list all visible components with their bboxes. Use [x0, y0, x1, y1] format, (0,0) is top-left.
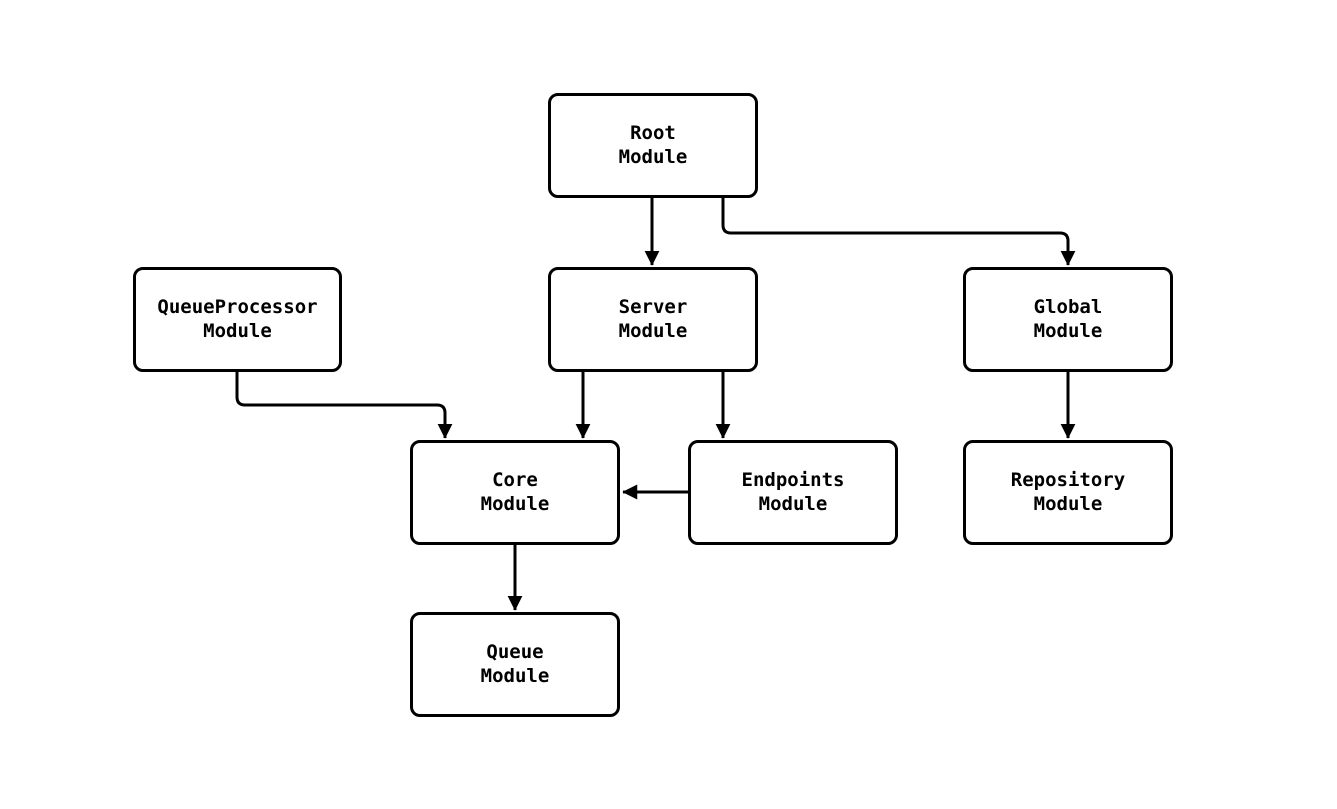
- node-root-label: Root Module: [618, 121, 688, 168]
- node-server-label: Server Module: [618, 295, 688, 342]
- node-queueprocessor: QueueProcessor Module: [133, 267, 342, 372]
- node-server: Server Module: [548, 267, 758, 372]
- node-endpoints-label: Endpoints Module: [741, 468, 845, 515]
- node-repository-label: Repository Module: [1010, 468, 1126, 515]
- edge-queueprocessor-to-core: [235, 372, 453, 439]
- node-endpoints: Endpoints Module: [688, 440, 898, 545]
- node-global: Global Module: [963, 267, 1173, 372]
- node-global-label: Global Module: [1033, 295, 1103, 342]
- edge-root-to-global: [721, 198, 1076, 266]
- node-root: Root Module: [548, 93, 758, 198]
- node-core: Core Module: [410, 440, 620, 545]
- node-core-label: Core Module: [480, 468, 550, 515]
- node-queueprocessor-label: QueueProcessor Module: [157, 295, 318, 342]
- node-queue: Queue Module: [410, 612, 620, 717]
- node-queue-label: Queue Module: [480, 640, 550, 687]
- node-repository: Repository Module: [963, 440, 1173, 545]
